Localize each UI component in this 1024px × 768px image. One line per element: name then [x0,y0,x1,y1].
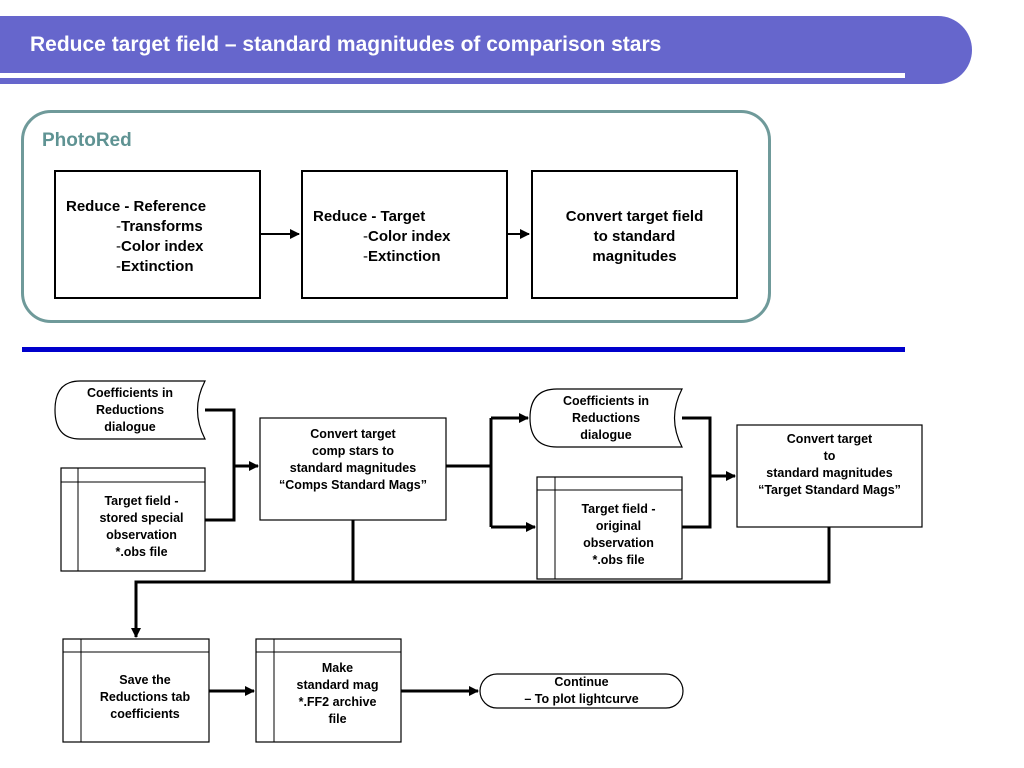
connector-to-save [351,520,831,584]
title-banner [0,16,972,84]
target-original-storage-shape [536,476,683,580]
section-separator [22,347,905,352]
connector-stored-to-convert [205,466,236,522]
convert-target-process-shape [736,424,923,528]
coefficients-label: Coefficients in Reductions dialogue [86,385,174,434]
reduce-target-item: -Color index [363,228,451,245]
convert-field-line: magnitudes [592,248,677,265]
convert-field-box: Convert target field to standard magnitu… [531,170,738,299]
title-underline [0,73,905,78]
coefficients-stored-data-shape-2 [529,388,683,448]
continue-terminator-shape [479,673,684,709]
target-original-label: Target field - original observation *.ob… [581,501,656,567]
make-storage-shape [255,638,402,743]
connector-original-to-convert-target [682,476,712,529]
reduce-target-heading: Reduce - Target [313,208,426,225]
coefficients-stored-data-shape [54,380,206,440]
reduce-reference-item: -Transforms [116,218,203,235]
save-storage-shape [62,638,210,743]
connector-coeff2-to-convert-target [682,416,712,476]
arrow-down-to-save [131,580,353,638]
reduce-reference-item: -Color index [116,238,204,255]
photored-label: PhotoRed [42,130,132,151]
connector-coeff-to-convert [205,408,236,466]
target-stored-label: Target field - stored special observatio… [99,493,184,559]
reduce-target-item: -Extinction [363,248,441,265]
convert-comp-label: Convert target comp stars to standard ma… [279,427,427,492]
reduce-reference-heading: Reduce - Reference [66,198,207,215]
reduce-target-box: Reduce - Target -Color index -Extinction [301,170,508,299]
reduce-reference-item: -Extinction [116,258,194,275]
reduce-reference-box: Reduce - Reference -Transforms -Color in… [54,170,261,299]
save-label: Save the Reductions tab coefficients [99,672,191,721]
convert-field-line: to standard [593,228,676,245]
make-label: Make standard mag *.FF2 archive file [296,661,379,726]
convert-field-line: Convert target field [565,208,704,225]
convert-comp-process-shape [259,417,447,521]
coefficients-label-2: Coefficients in Reductions dialogue [562,393,650,442]
photored-panel [21,110,771,323]
continue-label: Continue – To plot lightcurve [524,675,639,706]
slide-title: Reduce target field – standard magnitude… [30,33,662,56]
convert-target-label: Convert target to standard magnitudes “T… [758,432,901,497]
